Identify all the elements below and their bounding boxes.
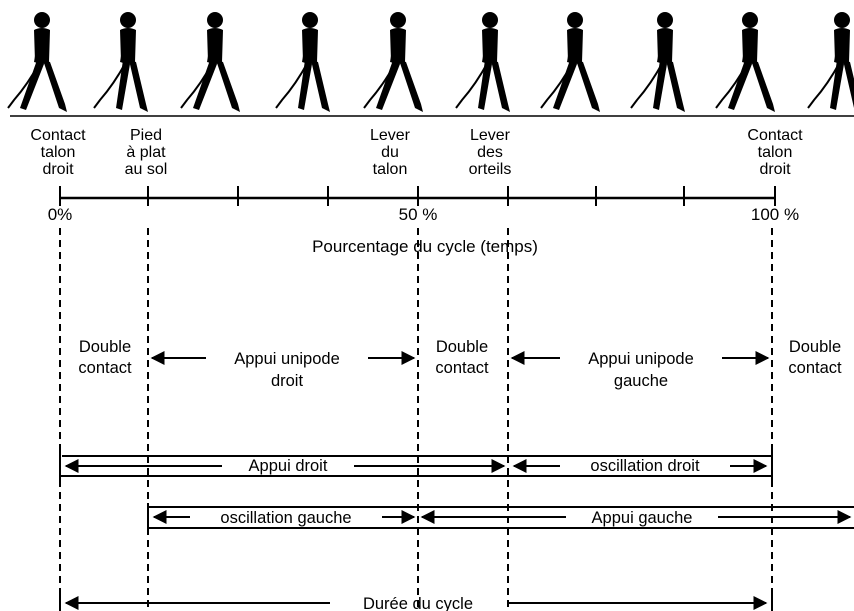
svg-text:droit: droit (759, 161, 791, 178)
span-appui-gauche: Appui gauche (418, 506, 854, 529)
event-label-lever-du-talon: Lever du talon (370, 127, 411, 178)
span-oscillation-gauche: oscillation gauche (147, 503, 418, 532)
span-appui-droit: Appui droit (59, 450, 508, 482)
phase-appui-unipode-gauche: Appui unipode gauche (510, 350, 770, 390)
svg-text:gauche: gauche (614, 372, 668, 390)
svg-text:talon: talon (758, 144, 793, 161)
svg-text:orteils: orteils (469, 161, 512, 178)
walking-figure (630, 12, 685, 112)
walking-figure (7, 12, 67, 112)
walking-figure (540, 12, 600, 112)
span-oscillation-droit: oscillation droit (508, 450, 773, 482)
svg-text:droit: droit (271, 372, 304, 390)
walking-figure (275, 12, 330, 112)
walking-figure (715, 12, 775, 112)
phase-double-contact-1: Double contact (78, 338, 132, 377)
svg-text:Appui unipode: Appui unipode (588, 350, 694, 368)
walking-figure (180, 12, 240, 112)
svg-text:des: des (477, 144, 503, 161)
phase-double-contact-3: Double contact (788, 338, 842, 377)
event-label-contact-talon-droit-end: Contact talon droit (747, 127, 803, 178)
walking-figure (93, 12, 148, 112)
svg-text:Double: Double (789, 338, 841, 356)
svg-text:au sol: au sol (125, 161, 168, 178)
svg-text:droit: droit (42, 161, 74, 178)
phase-appui-unipode-droit: Appui unipode droit (150, 350, 416, 390)
svg-text:Pied: Pied (130, 127, 162, 144)
span-duree-du-cycle: Durée du cycle (59, 592, 773, 611)
event-label-contact-talon-droit-start: Contact talon droit (30, 127, 86, 178)
svg-text:oscillation gauche: oscillation gauche (220, 509, 351, 527)
svg-text:Double: Double (79, 338, 131, 356)
svg-text:talon: talon (41, 144, 76, 161)
walking-figure (807, 12, 854, 110)
axis-ticks (59, 186, 776, 206)
svg-text:Appui gauche: Appui gauche (592, 509, 693, 527)
svg-text:Contact: Contact (30, 127, 86, 144)
tick-label-0: 0% (48, 205, 73, 224)
tick-label-100: 100 % (751, 205, 799, 224)
event-label-lever-des-orteils: Lever des orteils (469, 127, 512, 178)
axis-title: Pourcentage du cycle (temps) (312, 237, 538, 256)
svg-text:à plat: à plat (126, 144, 166, 161)
walking-figure (455, 12, 510, 112)
event-label-pied-a-plat: Pied à plat au sol (125, 127, 168, 178)
svg-text:contact: contact (435, 359, 489, 377)
svg-text:talon: talon (373, 161, 408, 178)
svg-text:contact: contact (788, 359, 842, 377)
svg-text:Appui unipode: Appui unipode (234, 350, 340, 368)
phase-double-contact-2: Double contact (435, 338, 489, 377)
svg-text:oscillation droit: oscillation droit (590, 457, 700, 475)
svg-text:Lever: Lever (370, 127, 411, 144)
tick-label-50: 50 % (399, 205, 438, 224)
svg-text:Contact: Contact (747, 127, 803, 144)
percentage-axis: 0% 50 % 100 % Pourcentage du cycle (temp… (48, 186, 799, 256)
svg-text:du: du (381, 144, 399, 161)
walking-figure (363, 12, 423, 112)
svg-text:Lever: Lever (470, 127, 511, 144)
svg-text:Durée du cycle: Durée du cycle (363, 595, 473, 611)
dashed-guides (59, 228, 773, 611)
svg-text:Double: Double (436, 338, 488, 356)
svg-text:contact: contact (78, 359, 132, 377)
svg-text:Appui droit: Appui droit (249, 457, 328, 475)
walking-figures-strip (7, 12, 854, 112)
